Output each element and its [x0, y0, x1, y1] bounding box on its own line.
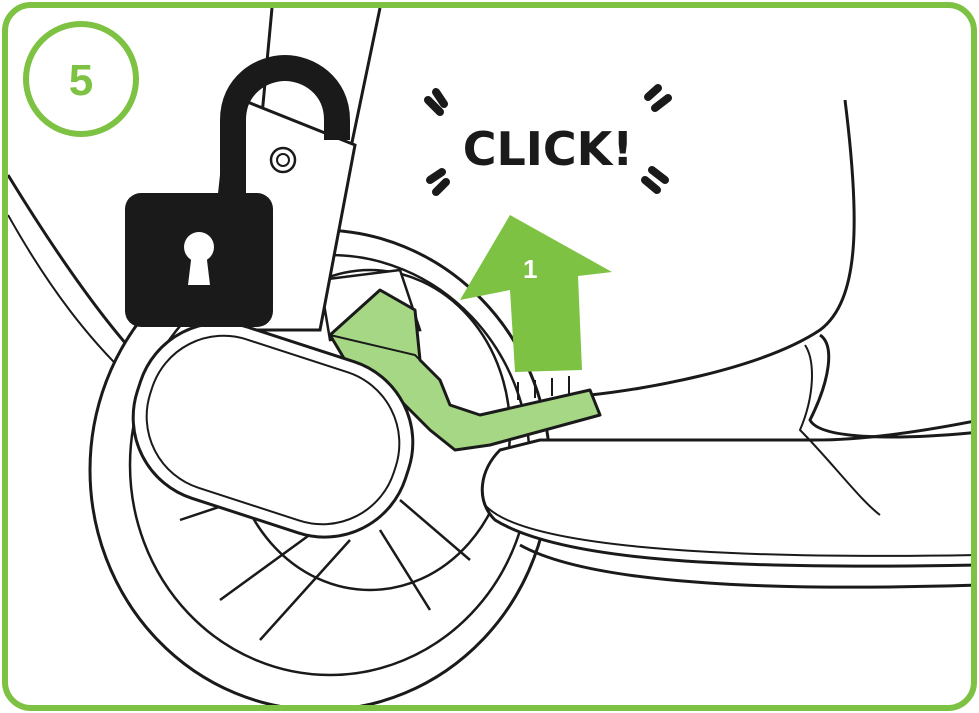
mount-screw-inner — [277, 154, 289, 166]
click-text: CLICK! — [463, 122, 634, 176]
step-number: 5 — [69, 56, 93, 105]
base-foot — [482, 420, 979, 566]
step-badge: 5 — [26, 24, 136, 134]
arrow-step-label: 1 — [523, 254, 537, 284]
